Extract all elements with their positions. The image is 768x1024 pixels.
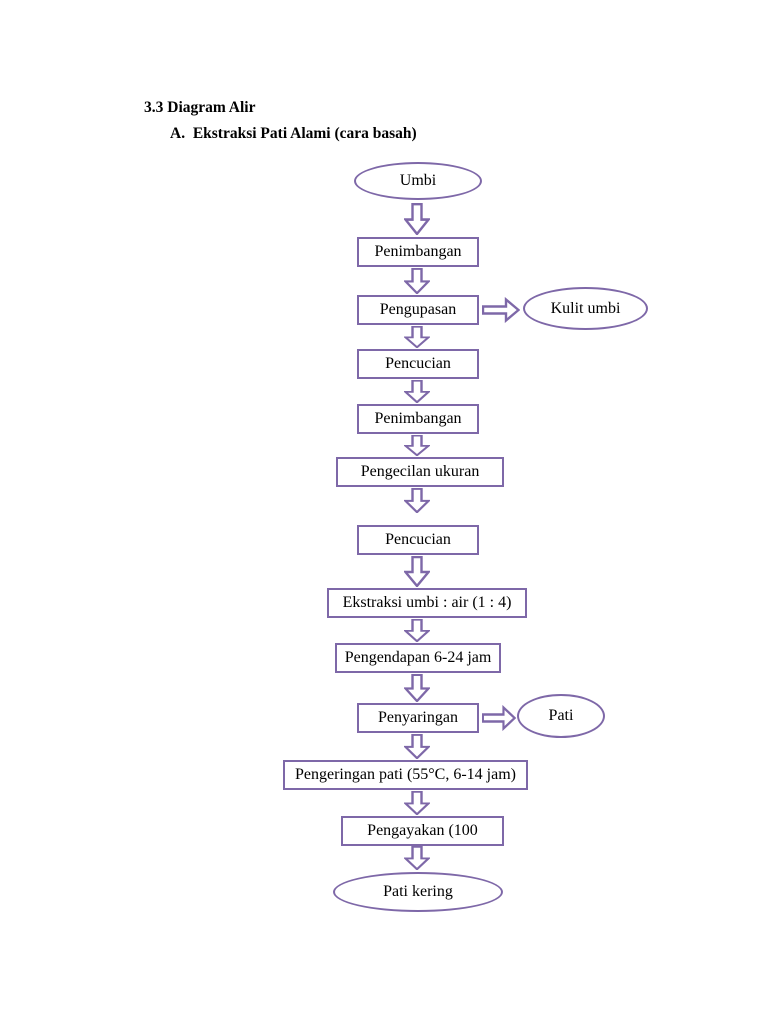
flow-node-pencucian-1: Pencucian	[357, 349, 479, 379]
arrow-pencucian-to-penimbangan	[404, 380, 430, 403]
flow-node-label: Kulit umbi	[550, 299, 621, 317]
flow-node-penimbangan-1: Penimbangan	[357, 237, 479, 267]
arrow-penyaringan-to-pengeringan	[404, 734, 430, 759]
arrow-penimbangan-to-pengecilan	[404, 435, 430, 456]
flow-node-label: Pengeringan pati (55°C, 6-14 jam)	[294, 766, 516, 783]
flow-node-pengendapan: Pengendapan 6-24 jam	[335, 643, 501, 673]
flow-node-label: Pencucian	[385, 531, 451, 548]
flow-node-label: Ekstraksi umbi : air (1 : 4)	[342, 594, 512, 611]
section-title: 3.3 Diagram Alir	[144, 99, 256, 116]
down-block-arrow-icon	[404, 380, 430, 403]
arrow-pengeringan-to-pengayakan	[404, 791, 430, 815]
flow-node-umbi: Umbi	[354, 162, 482, 200]
flow-node-label: Pati kering	[383, 883, 453, 900]
down-block-arrow-icon	[404, 734, 430, 759]
flow-node-pengeringan: Pengeringan pati (55°C, 6-14 jam)	[283, 760, 528, 790]
flow-node-penyaringan: Penyaringan	[357, 703, 479, 733]
flow-node-penimbangan-2: Penimbangan	[357, 404, 479, 434]
flow-node-pengupasan: Pengupasan	[357, 295, 479, 325]
flow-node-pati: Pati	[517, 694, 605, 738]
down-block-arrow-icon	[404, 556, 430, 587]
flow-node-pati-kering: Pati kering	[333, 872, 503, 912]
down-block-arrow-icon	[404, 488, 430, 513]
flow-node-label: Umbi	[399, 172, 437, 189]
arrow-pengayakan-to-pati-kering	[404, 846, 430, 870]
flow-node-label: Pengendapan 6-24 jam	[344, 649, 492, 666]
flow-node-pencucian-2: Pencucian	[357, 525, 479, 555]
arrow-pengecilan-to-pencucian	[404, 488, 430, 513]
arrow-pencucian-to-ekstraksi	[404, 556, 430, 587]
flow-node-label: Pengupasan	[379, 301, 457, 318]
arrow-penimbangan-to-pengupasan	[404, 268, 430, 294]
down-block-arrow-icon	[404, 268, 430, 294]
flow-node-label: Pencucian	[385, 355, 451, 372]
arrow-penyaringan-to-pati	[482, 705, 516, 731]
flow-node-kulit-umbi: Kulit umbi	[523, 287, 648, 330]
right-block-arrow-icon	[482, 297, 520, 323]
right-block-arrow-icon	[482, 705, 516, 731]
flow-node-pengayakan: Pengayakan (100	[341, 816, 504, 846]
flow-node-label: Penyaringan	[378, 709, 458, 726]
arrow-umbi-to-penimbangan	[404, 203, 430, 235]
arrow-pengupasan-to-kulit-umbi	[482, 297, 520, 323]
section-subtitle: A. Ekstraksi Pati Alami (cara basah)	[170, 125, 417, 142]
down-block-arrow-icon	[404, 203, 430, 235]
flow-node-label: Penimbangan	[374, 410, 462, 427]
flow-node-label: Penimbangan	[374, 243, 462, 260]
flow-node-label: Pengayakan (100	[367, 822, 478, 839]
down-block-arrow-icon	[404, 326, 430, 348]
arrow-pengendapan-to-penyaringan	[404, 674, 430, 702]
down-block-arrow-icon	[404, 435, 430, 456]
down-block-arrow-icon	[404, 619, 430, 642]
flow-node-ekstraksi: Ekstraksi umbi : air (1 : 4)	[327, 588, 527, 618]
arrow-pengupasan-to-pencucian	[404, 326, 430, 348]
flow-node-label: Pengecilan ukuran	[360, 463, 480, 480]
down-block-arrow-icon	[404, 791, 430, 815]
down-block-arrow-icon	[404, 674, 430, 702]
arrow-ekstraksi-to-pengendapan	[404, 619, 430, 642]
flow-node-pengecilan-ukuran: Pengecilan ukuran	[336, 457, 504, 487]
down-block-arrow-icon	[404, 846, 430, 870]
flow-node-label: Pati	[548, 707, 574, 724]
